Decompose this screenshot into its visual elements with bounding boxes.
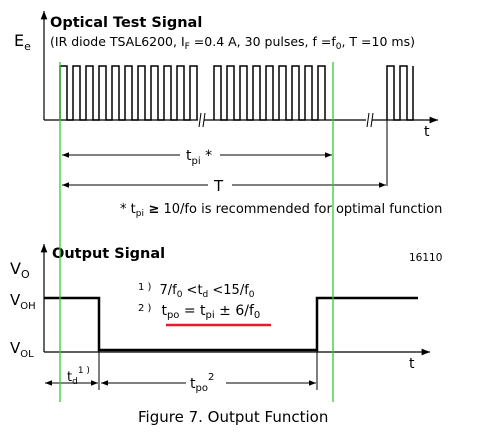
vol-label: VOL [10, 339, 34, 360]
optical-axis-label: Ee [14, 31, 31, 53]
pulse-burst-1 [59, 65, 198, 121]
voh-label: VOH [10, 291, 36, 312]
pulse-burst-3 [386, 65, 414, 121]
output-t-label: t [409, 356, 415, 372]
figure-id: 16110 [409, 252, 442, 264]
condition-2: 2 )tpo = tpi ± 6/f0 [138, 303, 260, 321]
period-label: T [213, 177, 224, 195]
pulse-burst-2 [213, 65, 326, 121]
optical-signal-panel: Ee Optical Test Signal (IR diode TSAL620… [14, 10, 442, 219]
output-title: Output Signal [52, 246, 165, 262]
optical-t-label: t [424, 124, 430, 140]
output-axis-label: VO [10, 259, 30, 281]
output-waveform [44, 296, 418, 352]
td-label: td1 ) [67, 366, 90, 387]
optical-title: Optical Test Signal [50, 15, 202, 31]
axis-break-mark [198, 112, 202, 128]
tpi-recommendation-note: * tpi ≥ 10/fo is recommended for optimal… [120, 202, 442, 219]
axis-break-mark [202, 112, 206, 128]
output-signal-panel: VO Output Signal 16110 VOH VOL t 1 )7/f0… [10, 244, 442, 394]
condition-1: 1 )7/f0 <td <15/f0 [138, 282, 255, 300]
optical-conditions: (IR diode TSAL6200, IF =0.4 A, 30 pulses… [50, 34, 415, 52]
figure-caption: Figure 7. Output Function [138, 408, 328, 426]
axis-break-mark [366, 112, 370, 128]
tpo-label: tpo2 [190, 372, 214, 394]
axis-break-mark [370, 112, 374, 128]
tpi-label: tpi * [186, 148, 212, 167]
